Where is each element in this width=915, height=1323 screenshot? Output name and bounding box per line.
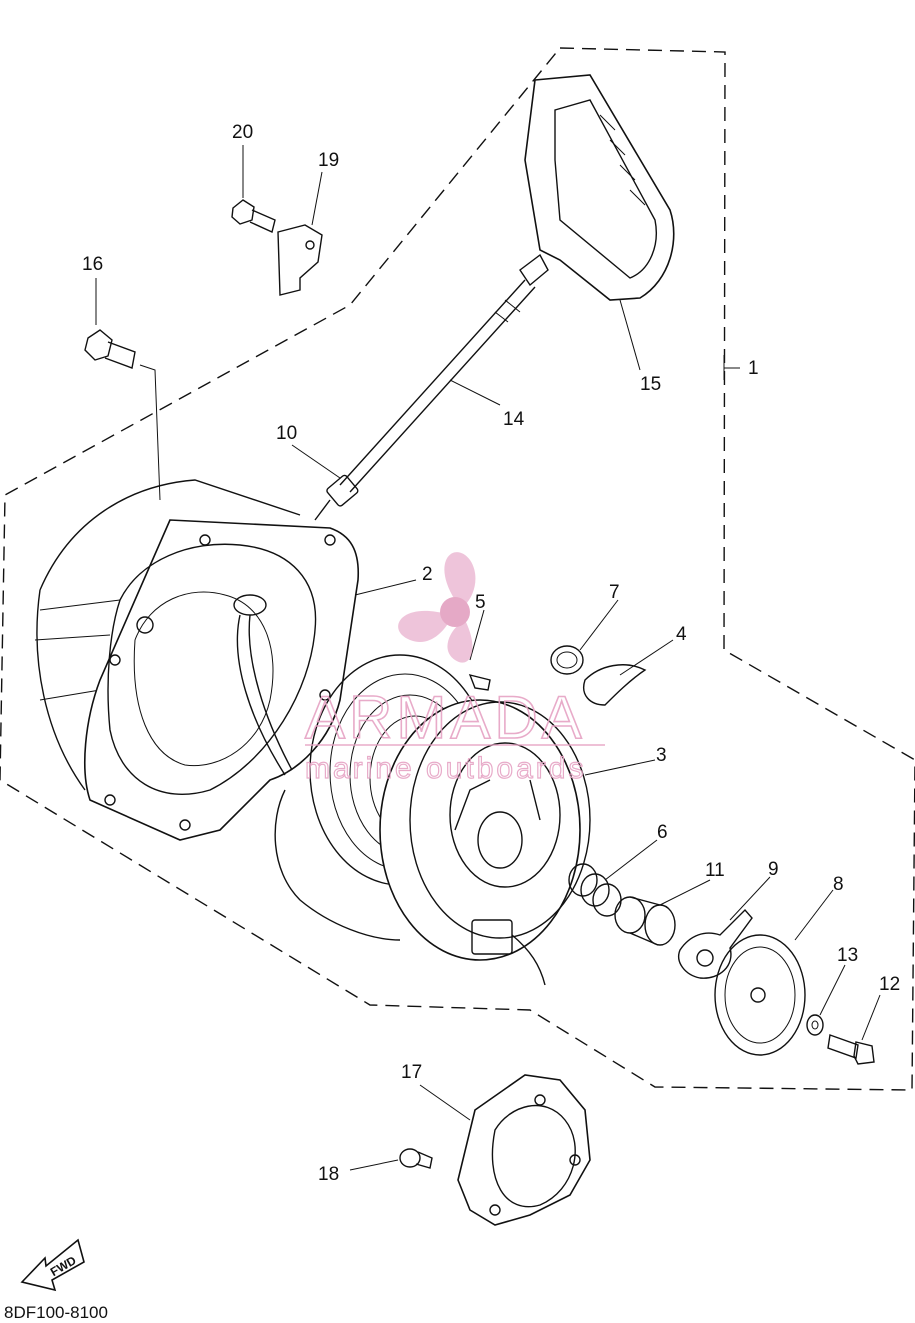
propeller-icon xyxy=(398,552,476,663)
watermark-tagline: marine outboards xyxy=(305,752,586,785)
drive-plate xyxy=(678,908,753,979)
housing-gasket xyxy=(274,789,401,941)
part-label-2: 2 xyxy=(422,564,433,585)
part-label-19: 19 xyxy=(318,150,339,171)
bracket xyxy=(457,1074,591,1226)
drive-pawl xyxy=(583,664,647,706)
part-label-16: 16 xyxy=(82,254,103,275)
mounting-plate xyxy=(277,224,323,296)
part-label-13: 13 xyxy=(837,945,858,966)
part-label-10: 10 xyxy=(276,423,297,444)
rope-guide xyxy=(314,474,359,521)
starter-pulley-drum xyxy=(379,699,591,986)
leader-lines xyxy=(95,145,881,1171)
part-label-18: 18 xyxy=(318,1164,339,1185)
washer xyxy=(806,1014,824,1036)
part-label-14: 14 xyxy=(503,409,525,430)
part-label-7: 7 xyxy=(609,582,620,603)
part-label-1: 1 xyxy=(748,358,759,379)
watermark-brand: ARMADA xyxy=(305,684,586,751)
starter-housing xyxy=(34,479,360,841)
part-label-5: 5 xyxy=(475,592,486,613)
starter-handle xyxy=(519,74,675,301)
part-label-17: 17 xyxy=(401,1062,422,1083)
drawing-code: 8DF100-8100 xyxy=(4,1303,108,1322)
watermark: ARMADA marine outboards xyxy=(304,552,605,786)
spring-clip xyxy=(550,645,584,675)
part-label-11: 11 xyxy=(705,860,725,881)
part-label-6: 6 xyxy=(657,822,668,843)
part-label-15: 15 xyxy=(640,374,661,395)
part-label-3: 3 xyxy=(656,745,667,766)
bracket-screw xyxy=(399,1148,433,1169)
cover-plate xyxy=(714,934,806,1056)
center-bolt xyxy=(827,1034,875,1065)
collar xyxy=(614,896,676,946)
part-label-8: 8 xyxy=(833,874,844,895)
assembly-boundary xyxy=(0,47,915,1091)
part-label-9: 9 xyxy=(768,859,779,880)
part-label-4: 4 xyxy=(676,624,687,645)
plate-bolt xyxy=(231,199,276,233)
housing-bolt xyxy=(84,329,161,501)
part-label-20: 20 xyxy=(232,122,253,143)
starter-rope xyxy=(339,279,536,493)
return-spring xyxy=(568,863,622,917)
part-label-12: 12 xyxy=(879,974,900,995)
forward-direction-arrow: FWD xyxy=(20,1238,85,1292)
